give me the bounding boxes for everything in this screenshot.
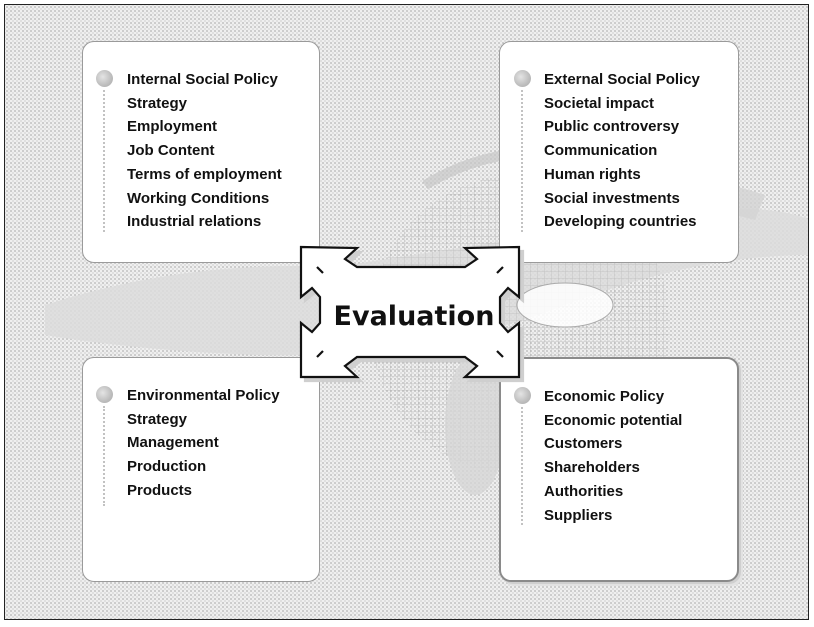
economic-policy-list: Economic Policy Economic potential Custo… [544, 385, 682, 527]
connector-line [103, 90, 105, 232]
list-item: Industrial relations [127, 213, 262, 231]
list-item: Authorities [544, 482, 624, 500]
list-item: Economic potential [544, 411, 683, 429]
bullet-dot-icon [514, 387, 531, 404]
list-title: Environmental Policy [127, 387, 280, 404]
list-title: Economic Policy [544, 388, 665, 405]
list-item: Shareholders [544, 459, 640, 477]
list-item: Communication [544, 142, 658, 160]
list-item: Societal impact [544, 94, 655, 112]
list-item: Terms of employment [127, 165, 282, 183]
diagram-frame: Internal Social Policy Strategy Employme… [4, 4, 809, 620]
list-item: Production [127, 458, 207, 476]
list-item: Strategy [127, 410, 188, 428]
evaluation-box-outline [299, 245, 521, 379]
list-item: Social investments [544, 189, 680, 207]
list-item: Human rights [544, 165, 641, 183]
connector-line [521, 90, 523, 232]
economic-policy-panel: Economic Policy Economic potential Custo… [499, 357, 739, 582]
list-item: Developing countries [544, 213, 697, 231]
list-title: Internal Social Policy [127, 71, 278, 88]
connector-line [103, 406, 105, 506]
list-item: Job Content [127, 142, 215, 160]
bullet-dot-icon [96, 386, 113, 403]
list-item: Suppliers [544, 506, 613, 524]
list-item: Customers [544, 435, 623, 453]
external-social-policy-list: External Social Policy Societal impact P… [544, 68, 700, 234]
list-item: Management [127, 434, 219, 452]
list-item: Public controversy [544, 118, 680, 136]
list-item: Products [127, 481, 193, 499]
connector-line [521, 407, 523, 525]
environmental-policy-list: Environmental Policy Strategy Management… [127, 384, 280, 503]
bullet-dot-icon [96, 70, 113, 87]
list-title: External Social Policy [544, 71, 700, 88]
internal-social-policy-panel: Internal Social Policy Strategy Employme… [82, 41, 320, 263]
list-item: Strategy [127, 94, 188, 112]
internal-social-policy-list: Internal Social Policy Strategy Employme… [127, 68, 282, 234]
evaluation-label: Evaluation [333, 300, 495, 332]
list-item: Employment [127, 118, 218, 136]
list-item: Working Conditions [127, 189, 270, 207]
environmental-policy-panel: Environmental Policy Strategy Management… [82, 357, 320, 582]
evaluation-arrow-box [299, 245, 525, 383]
external-social-policy-panel: External Social Policy Societal impact P… [499, 41, 739, 263]
bullet-dot-icon [514, 70, 531, 87]
